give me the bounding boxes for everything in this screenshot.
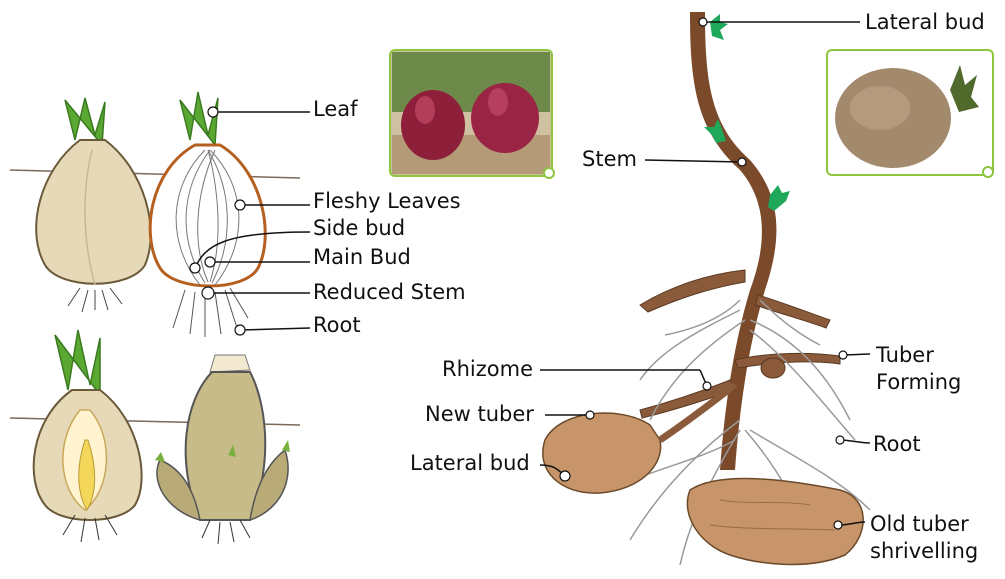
- label-tuber-forming-line1: Tuber: [876, 343, 934, 367]
- label-reduced-stem: Reduced Stem: [313, 280, 466, 304]
- potato-photo: [827, 50, 993, 177]
- label-leaf: Leaf: [313, 97, 358, 121]
- label-old-tuber-line1: Old tuber: [870, 512, 969, 536]
- label-onion-root: Root: [313, 313, 361, 337]
- label-fleshy-leaves: Fleshy Leaves: [313, 189, 461, 213]
- label-potato-root: Root: [873, 432, 921, 456]
- potato-stem: [690, 12, 776, 470]
- label-stem: Stem: [582, 147, 637, 171]
- new-tuber: [543, 413, 661, 493]
- label-main-bud: Main Bud: [313, 245, 411, 269]
- onion-section: [150, 92, 265, 337]
- label-rhizome: Rhizome: [442, 357, 533, 381]
- label-side-bud: Side bud: [313, 216, 405, 240]
- label-lateral-bud-top: Lateral bud: [865, 10, 985, 34]
- label-tuber-forming-line2: Forming: [876, 370, 961, 394]
- label-old-tuber-line2: shrivelling: [870, 539, 978, 563]
- label-lateral-bud-bottom: Lateral bud: [410, 451, 530, 475]
- onion-whole: [36, 98, 151, 312]
- onion-opened: [34, 330, 142, 542]
- red-onion-photo: [390, 50, 554, 178]
- onion-cluster: [155, 355, 290, 544]
- label-new-tuber: New tuber: [425, 402, 534, 426]
